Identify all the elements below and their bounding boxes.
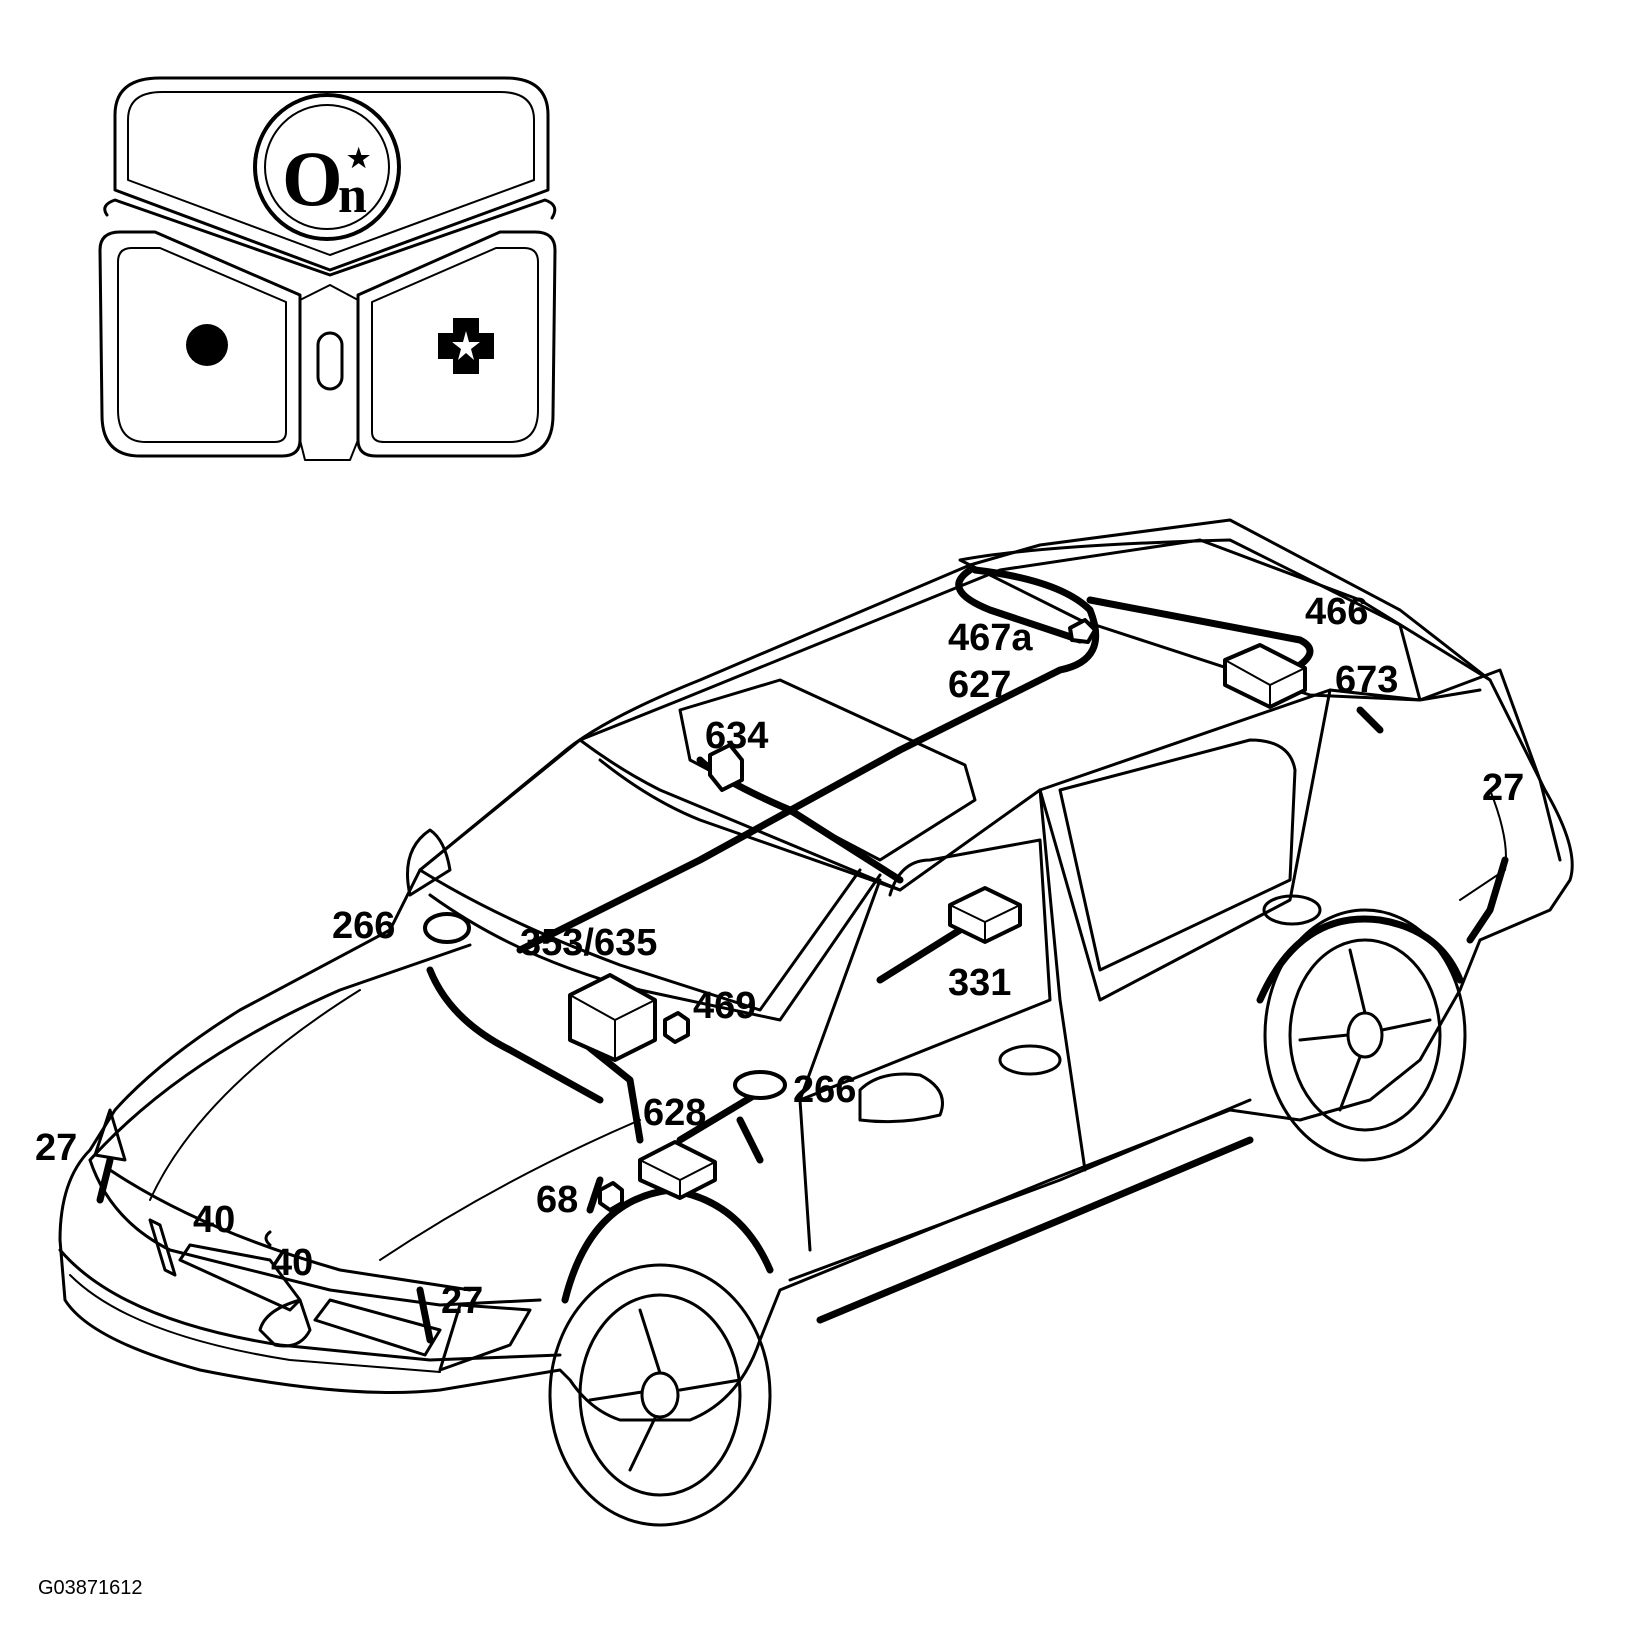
vehicle-outline (58, 518, 1574, 1527)
callout-40-a: 40 (193, 1199, 235, 1241)
figure-id: G03871612 (38, 1577, 143, 1599)
onstar-top-button[interactable] (113, 76, 550, 272)
callout-27-front-left: 27 (35, 1127, 77, 1169)
onstar-right-button[interactable] (356, 230, 557, 458)
callout-266-center: 266 (793, 1069, 856, 1111)
lamp-266-center (733, 1070, 787, 1100)
callout-266-front: 266 (332, 905, 395, 947)
onstar-logo: O (282, 135, 343, 222)
callout-467a: 467a (948, 617, 1033, 659)
callout-627: 627 (948, 664, 1011, 706)
rear-wheel (1263, 908, 1467, 1162)
callout-628: 628 (643, 1092, 706, 1134)
callout-68: 68 (536, 1179, 578, 1221)
components (264, 618, 1307, 1247)
connector-469 (663, 1011, 690, 1044)
callout-27-rear: 27 (1482, 767, 1524, 809)
module-628 (638, 1140, 717, 1200)
callout-634: 634 (705, 715, 768, 757)
onstar-keypad: O n ★ (98, 76, 557, 461)
callout-466: 466 (1305, 591, 1368, 633)
callout-27-front: 27 (441, 1280, 483, 1322)
onstar-logo-sub: n (338, 167, 367, 224)
onstar-logo-star: ★ (347, 144, 371, 173)
connector-68 (598, 1181, 624, 1212)
dot-icon (186, 324, 228, 366)
onstar-logo-ring (253, 93, 401, 241)
callout-labels: 467a 627 466 673 634 27 266 353/635 331 … (35, 591, 1524, 1322)
callout-353-635: 353/635 (520, 922, 657, 964)
star-cross-icon (438, 318, 494, 374)
callout-331: 331 (948, 962, 1011, 1004)
led-indicator-icon (316, 331, 344, 391)
callout-40-b: 40 (271, 1242, 313, 1284)
front-wheel (548, 1263, 772, 1527)
module-634 (708, 743, 744, 792)
module-331 (948, 886, 1022, 944)
lamp-266-front (423, 912, 471, 944)
module-466-673 (1223, 643, 1307, 709)
callout-469: 469 (693, 985, 756, 1027)
callout-673: 673 (1335, 659, 1398, 701)
connector-467a (1068, 618, 1097, 644)
onstar-left-button[interactable] (98, 230, 302, 458)
